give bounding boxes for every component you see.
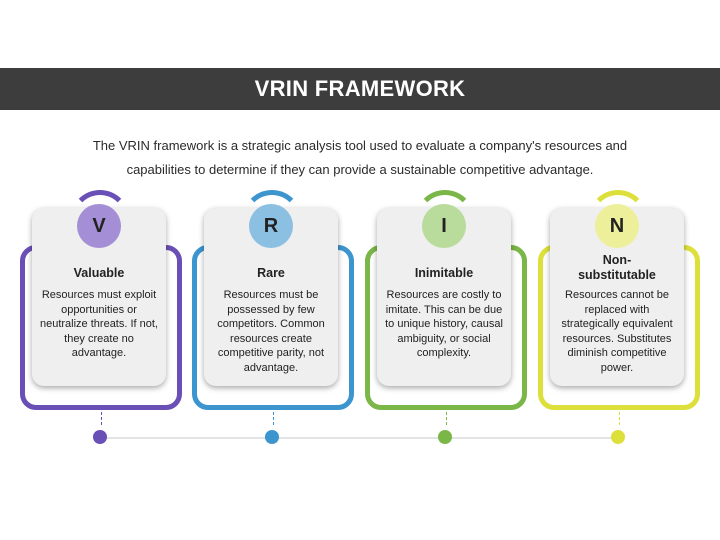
timeline-node <box>93 430 107 444</box>
page-title: VRIN FRAMEWORK <box>254 76 466 101</box>
pillar-arc <box>70 190 130 250</box>
timeline-node <box>438 430 452 444</box>
timeline-line <box>100 437 620 439</box>
pillar-description: Resources must be possessed by few compe… <box>217 289 325 374</box>
pillar-description: Resources are costly to imitate. This ca… <box>385 289 503 359</box>
connector-stem <box>101 407 102 425</box>
letter: I <box>441 214 447 237</box>
pillar-title: Valuable <box>73 266 125 280</box>
timeline-node <box>611 430 625 444</box>
pillar-arc <box>242 190 302 250</box>
intro-line-1: The VRIN framework is a strategic analys… <box>92 138 628 153</box>
pillar-description: Resources must exploit opportunities or … <box>39 289 158 359</box>
letter: N <box>609 214 625 237</box>
pillar-valuable: V Valuable Resources must exploit opport… <box>20 188 184 460</box>
connector-stem <box>619 407 620 425</box>
pillar-arc <box>588 190 648 250</box>
pillar-title: Inimitable <box>414 266 474 280</box>
pillar-inimitable: I Inimitable Resources are costly to imi… <box>365 188 529 460</box>
letter: V <box>92 214 106 237</box>
pillar-rare: R Rare Resources must be possessed by fe… <box>192 188 356 460</box>
pillar-card: V Valuable Resources must exploit opport… <box>32 204 166 386</box>
pillar-arc <box>415 190 475 250</box>
pillar-card: I Inimitable Resources are costly to imi… <box>377 204 511 386</box>
intro-line-2: capabilities to determine if they can pr… <box>126 162 594 177</box>
letter: R <box>263 214 279 237</box>
pillar-title: Rare <box>257 266 285 280</box>
connector-stem <box>273 407 274 425</box>
connector-stem <box>446 407 447 425</box>
title-banner: VRIN FRAMEWORK <box>0 68 720 110</box>
pillar-card: R Rare Resources must be possessed by fe… <box>204 204 338 386</box>
pillar-description: Resources cannot be replaced with strate… <box>561 289 673 374</box>
letter-badge: R <box>249 204 293 248</box>
timeline-node <box>265 430 279 444</box>
pillar-title: Non-substitutable <box>578 253 656 282</box>
pillar-non-substitutable: N Non-substitutable Resources cannot be … <box>538 188 702 460</box>
letter-badge: I <box>422 204 466 248</box>
letter-badge: V <box>77 204 121 248</box>
letter-badge: N <box>595 204 639 248</box>
pillar-card: N Non-substitutable Resources cannot be … <box>550 204 684 386</box>
intro-text: The VRIN framework is a strategic analys… <box>60 134 660 182</box>
